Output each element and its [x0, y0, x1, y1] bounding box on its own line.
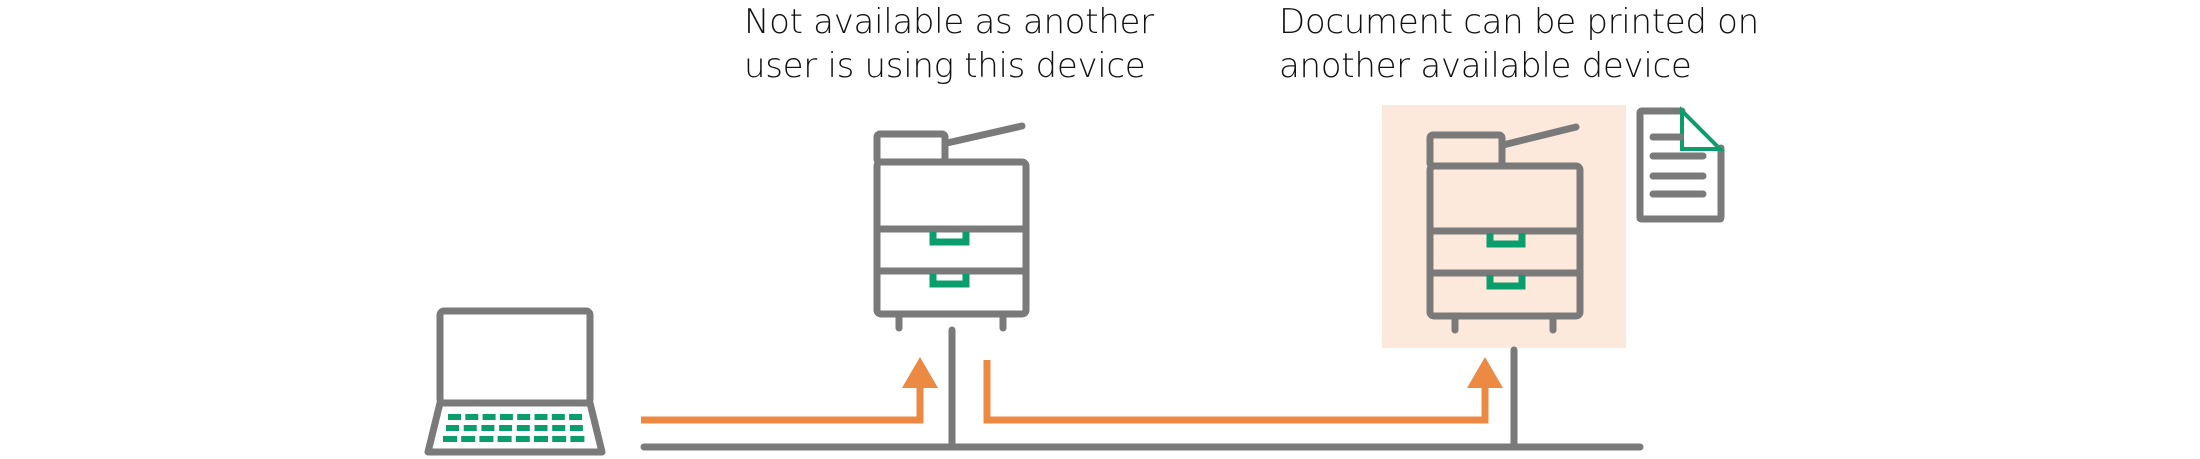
keyboard-key: [534, 425, 548, 431]
keyboard-key: [443, 436, 457, 442]
keyboard-key: [461, 436, 476, 442]
keyboard-key: [499, 425, 513, 431]
keyboard-key: [463, 425, 477, 431]
keyboard-key: [517, 414, 531, 420]
keyboard-key: [482, 414, 496, 420]
keyboard-key: [448, 414, 461, 420]
caption-available-device: Document can be printed on another avail…: [1279, 0, 1759, 88]
keyboard-key: [534, 414, 548, 420]
keyboard-key: [569, 425, 583, 431]
caption-line: Document can be printed on: [1279, 2, 1759, 42]
keyboard-key: [515, 436, 530, 442]
keyboard-key: [446, 425, 459, 431]
keyboard-key: [497, 436, 512, 442]
keyboard-key: [481, 425, 495, 431]
caption-line: another available device: [1279, 46, 1692, 86]
keyboard-key: [569, 414, 583, 420]
keyboard-key: [552, 436, 567, 442]
keyboard-key: [465, 414, 479, 420]
caption-unavailable-device: Not available as another user is using t…: [744, 0, 1154, 88]
document-icon: [1636, 106, 1725, 223]
keyboard-key: [551, 414, 565, 420]
keyboard-keys: [443, 414, 585, 442]
keyboard-key: [499, 414, 513, 420]
caption-line: Not available as another: [744, 2, 1154, 42]
arrow-to-busy-printer: [641, 357, 938, 424]
keyboard-key: [534, 436, 548, 442]
printer-available-icon: [1426, 123, 1584, 334]
keyboard-key: [552, 425, 566, 431]
caption-line: user is using this device: [744, 46, 1146, 86]
keyboard-key: [479, 436, 494, 442]
arrow-to-available-printer: [983, 357, 1503, 424]
keyboard-key: [570, 436, 585, 442]
laptop-icon: [424, 307, 606, 456]
printer-busy-icon: [873, 122, 1030, 332]
keyboard-key: [516, 425, 530, 431]
